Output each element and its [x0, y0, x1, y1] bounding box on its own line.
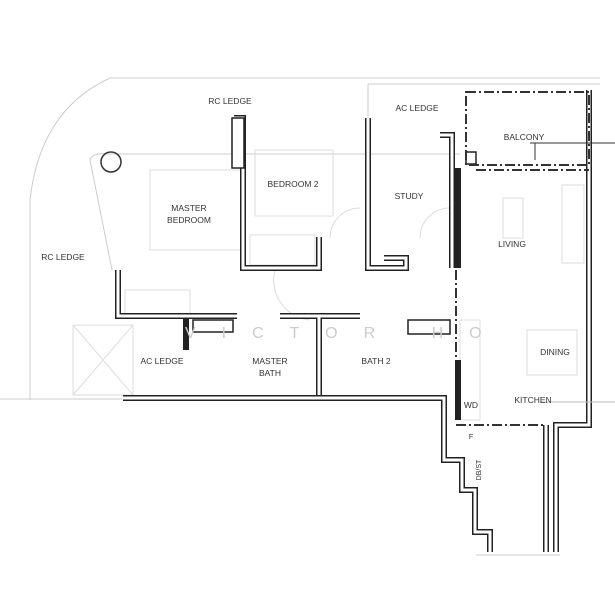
label-dbst: DB/ST [476, 459, 483, 480]
column-circle [100, 151, 122, 173]
furniture [72, 149, 585, 421]
label-wd: WD [464, 400, 478, 410]
label-rc-ledge-left: RC LEDGE [41, 252, 85, 262]
label-master-bath-2: BATH [259, 368, 281, 378]
walls [115, 90, 615, 552]
label-bath-2: BATH 2 [361, 356, 390, 366]
label-f: F [469, 434, 473, 441]
label-rc-ledge-top: RC LEDGE [208, 96, 252, 106]
ledge-outlines [0, 77, 600, 556]
label-master-bedroom-1: MASTER [171, 203, 206, 213]
label-ac-ledge-top: AC LEDGE [396, 103, 439, 113]
label-study: STUDY [395, 191, 424, 201]
label-living: LIVING [498, 239, 526, 249]
watermark: VICTOR HO [185, 325, 508, 342]
label-balcony: BALCONY [504, 132, 545, 142]
room-labels: RC LEDGE RC LEDGE AC LEDGE AC LEDGE BALC… [41, 96, 570, 480]
label-bedroom-2: BEDROOM 2 [267, 179, 318, 189]
label-ac-ledge-bottom: AC LEDGE [141, 356, 184, 366]
label-master-bedroom-2: BEDROOM [167, 215, 211, 225]
dashed-boundaries [455, 91, 590, 426]
label-master-bath-1: MASTER [252, 356, 287, 366]
label-dining: DINING [540, 347, 570, 357]
label-kitchen: KITCHEN [514, 395, 551, 405]
